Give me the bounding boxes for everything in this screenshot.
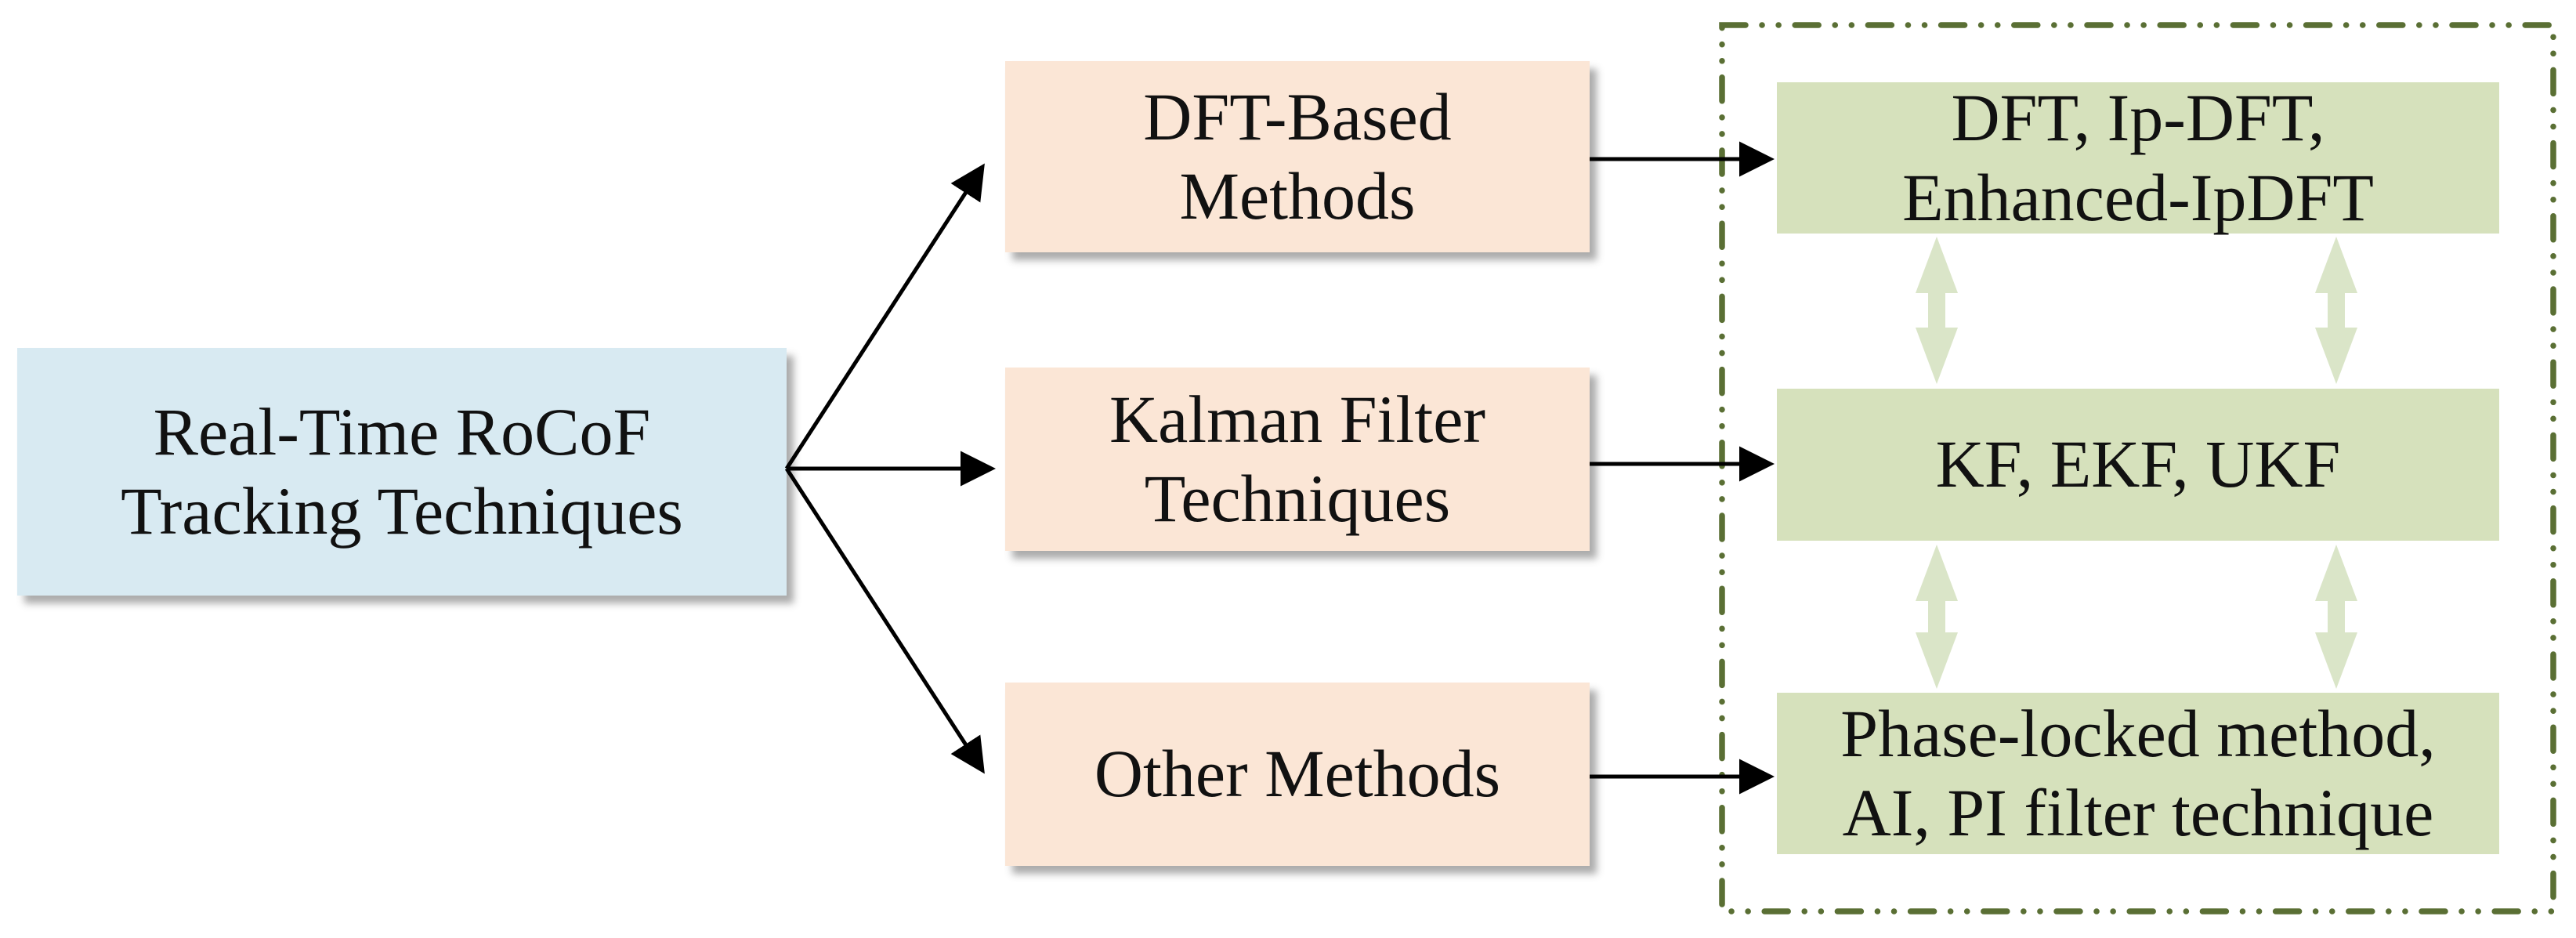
root-box: Real-Time RoCoF Tracking Techniques (17, 348, 787, 596)
double-arrow-dft-kalman-left (1916, 237, 1958, 384)
method-box-other: Other Methods (1005, 683, 1590, 866)
double-arrow-dft-kalman-right (2315, 237, 2357, 384)
detail-box-dft: DFT, Ip-DFT, Enhanced-IpDFT (1777, 80, 2499, 235)
method-box-kalman-label: Kalman Filter Techniques (1109, 381, 1486, 536)
method-box-dft: DFT-Based Methods (1005, 61, 1590, 252)
double-arrow-kalman-other-left (1916, 545, 1958, 689)
method-box-dft-label: DFT-Based Methods (1143, 78, 1452, 234)
double-arrow-kalman-other-right (2315, 545, 2357, 689)
method-box-kalman: Kalman Filter Techniques (1005, 368, 1590, 551)
detail-box-kalman: KF, EKF, UKF (1777, 389, 2499, 541)
arrow-root-to-dft (784, 163, 985, 470)
detail-box-kalman-label: KF, EKF, UKF (1935, 426, 2341, 502)
detail-box-dft-label: DFT, Ip-DFT, Enhanced-IpDFT (1902, 80, 2374, 235)
arrow-root-to-other (784, 467, 985, 774)
detail-box-other: Phase-locked method, AI, PI filter techn… (1777, 693, 2499, 854)
method-box-other-label: Other Methods (1094, 736, 1501, 812)
detail-box-other-label: Phase-locked method, AI, PI filter techn… (1840, 695, 2436, 850)
root-box-label: Real-Time RoCoF Tracking Techniques (121, 393, 683, 549)
